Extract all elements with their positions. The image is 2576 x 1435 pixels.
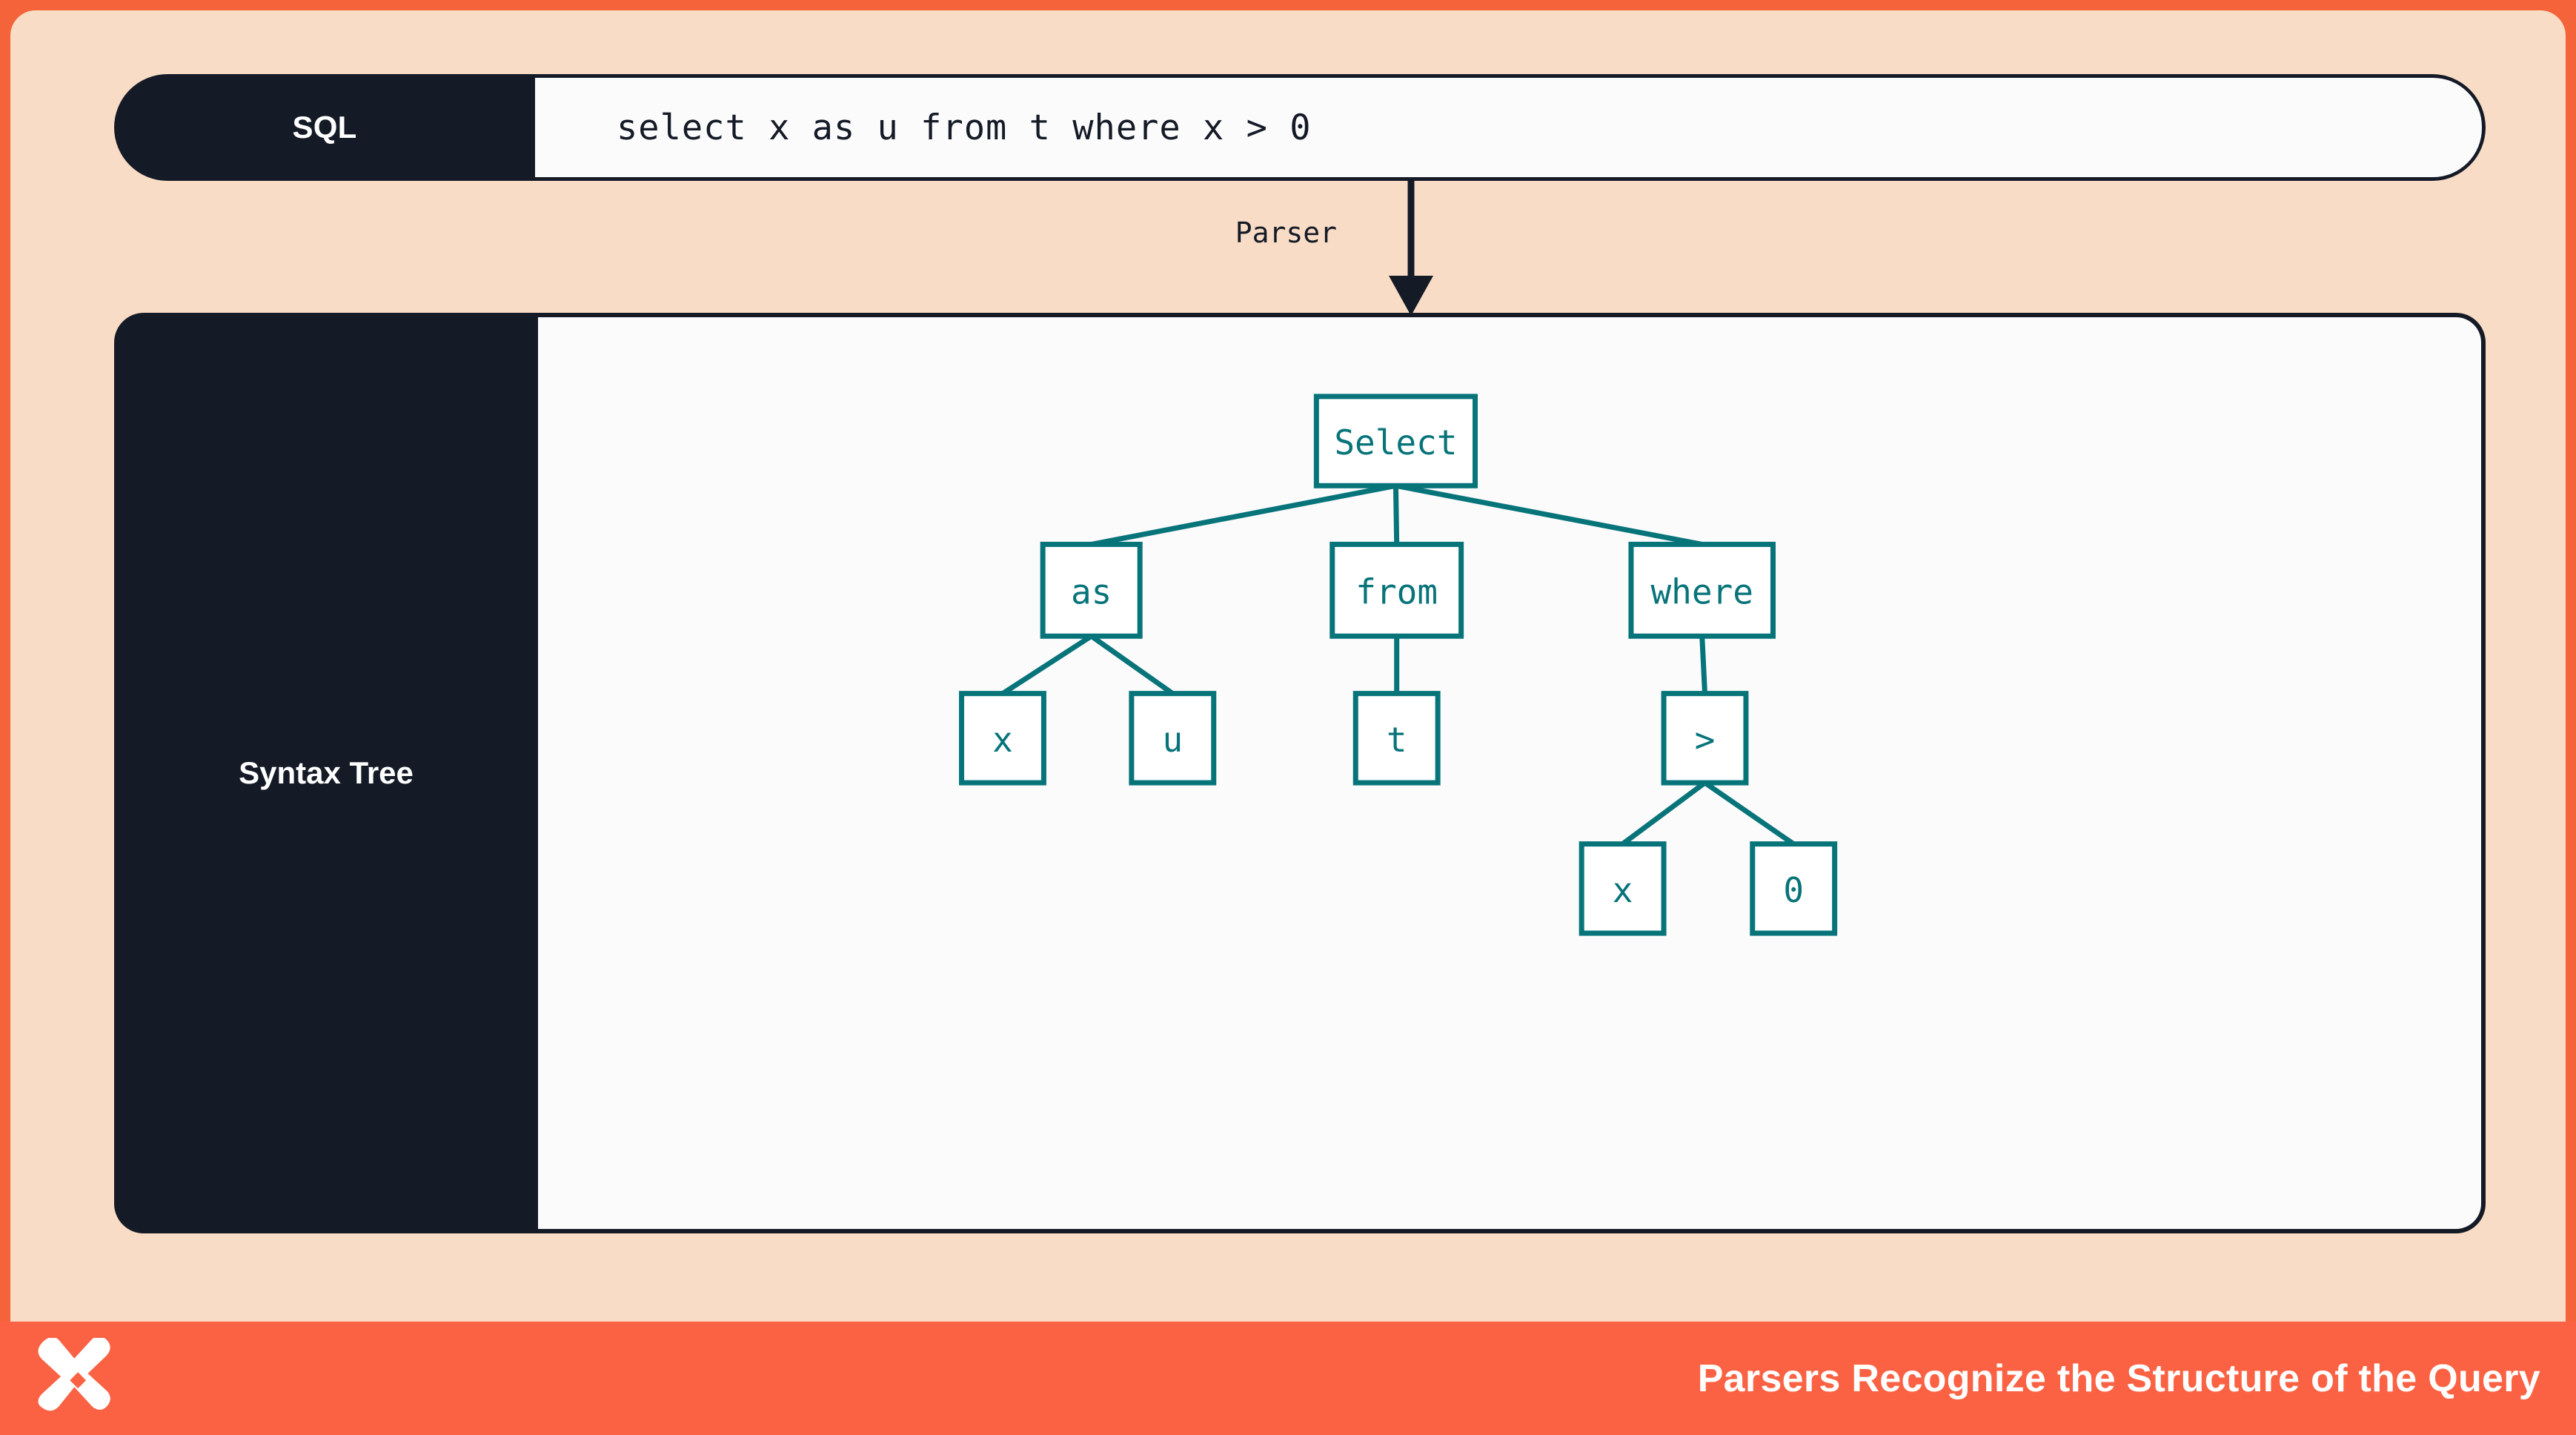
tree-node[interactable]: > (1661, 691, 1749, 786)
tree-node-box (1330, 541, 1464, 639)
parser-transform: Parser (1235, 181, 1626, 316)
tree-node[interactable]: x (1579, 841, 1667, 936)
tree-edge (1699, 636, 1707, 694)
tree-node-label: x (1613, 870, 1633, 910)
tree-node-label: where (1650, 571, 1753, 612)
tree-node-label: Select (1334, 422, 1457, 463)
tree-node[interactable]: 0 (1750, 841, 1838, 936)
sql-query-field[interactable]: select x as u from t where x > 0 (535, 78, 2482, 177)
sql-row: SQL select x as u from t where x > 0 (114, 74, 2486, 181)
syntax-tree-label-text: Syntax Tree (239, 755, 414, 790)
tree-node-label: from (1355, 571, 1438, 612)
tree-node[interactable]: x (959, 691, 1046, 786)
slide-canvas: SQL select x as u from t where x > 0 Par… (10, 10, 2566, 1322)
tree-edge (1621, 781, 1707, 846)
tree-edge (1089, 634, 1175, 696)
footer-caption: Parsers Recognize the Structure of the Q… (1697, 1356, 2540, 1400)
tree-node-box (1628, 541, 1776, 639)
tree-node-label: 0 (1783, 870, 1804, 910)
tree-node[interactable]: as (1040, 541, 1143, 639)
tree-edge-group (1001, 483, 1796, 846)
tree-node-box (1750, 841, 1838, 936)
tree-node-box (1579, 841, 1667, 936)
footer-bar: Parsers Recognize the Structure of the Q… (0, 1322, 2576, 1435)
down-arrow-icon (1389, 181, 1433, 316)
sql-label-text: SQL (292, 110, 357, 145)
x-butterfly-logo-icon (38, 1337, 110, 1411)
sql-query-text: select x as u from t where x > 0 (617, 107, 1312, 148)
tree-node-label: as (1071, 571, 1112, 612)
tree-edge (1395, 483, 1703, 547)
tree-node-label: u (1162, 720, 1183, 760)
syntax-tree-panel-label: Syntax Tree (114, 313, 538, 1233)
syntax-tree-canvas: Select as from where x u t > x 0 (538, 317, 2481, 1229)
tree-node[interactable]: where (1628, 541, 1776, 639)
tree-node[interactable]: t (1352, 691, 1441, 786)
tree-edge (1392, 485, 1400, 545)
sql-row-label: SQL (114, 74, 535, 181)
tree-node[interactable]: Select (1313, 394, 1478, 488)
tree-edge (1091, 483, 1397, 547)
tree-node[interactable]: u (1129, 691, 1217, 786)
tree-node-box (1352, 691, 1441, 786)
tree-node-box (1129, 691, 1217, 786)
tree-node-box (1040, 541, 1143, 639)
tree-edge (1001, 634, 1093, 696)
tree-node-label: > (1695, 720, 1716, 760)
tree-edge (1703, 781, 1796, 846)
syntax-tree-panel: Syntax Tree Select as from where x u t > x 0 (114, 313, 2486, 1233)
tree-node[interactable]: from (1330, 541, 1464, 639)
tree-node-label: x (992, 720, 1013, 760)
tree-node-box (1661, 691, 1749, 786)
tree-node-box (959, 691, 1046, 786)
tree-node-group: Select as from where x u t > x 0 (959, 394, 1838, 936)
tree-node-label: t (1387, 720, 1407, 760)
tree-node-box (1313, 394, 1478, 488)
syntax-tree-graph: Select as from where x u t > x 0 (959, 394, 1838, 936)
parser-label: Parser (1235, 216, 1337, 249)
